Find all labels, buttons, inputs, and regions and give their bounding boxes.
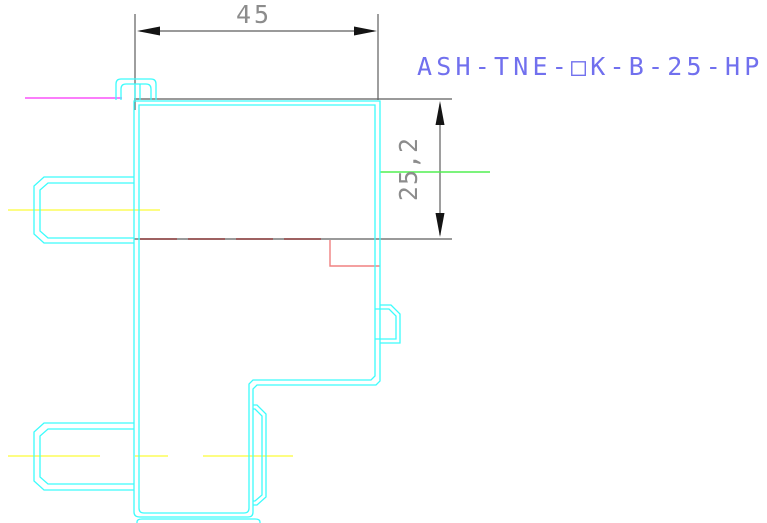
arrowhead-down-icon [435,213,445,237]
top-tab-inner [120,83,152,100]
lower-boss-outer [33,422,134,491]
arrowhead-up-icon [435,101,445,125]
part-outer-contour [133,100,381,518]
inner-step-edge-line [329,240,380,267]
right-tab-inner [375,308,397,340]
nozzle-tip-inner [253,408,263,502]
dimension-width-value: 45 [235,0,273,29]
top-tab-outer [115,78,157,100]
upper-boss-outer [33,176,134,244]
arrowhead-right-icon [354,26,377,36]
bottom-tab-outline [136,518,261,523]
arrowhead-left-icon [137,26,160,36]
part-inner-contour [138,104,376,514]
dimension-height-value: 25,2 [394,136,423,202]
part-code-label: ASH-TNE-□K-B-25-HP [417,52,764,81]
right-tab-outer [380,304,401,344]
lower-boss-inner [39,428,134,485]
upper-boss-inner [39,182,134,239]
top-tab-wall-lines [134,84,141,100]
nozzle-tip-outer [253,404,267,506]
